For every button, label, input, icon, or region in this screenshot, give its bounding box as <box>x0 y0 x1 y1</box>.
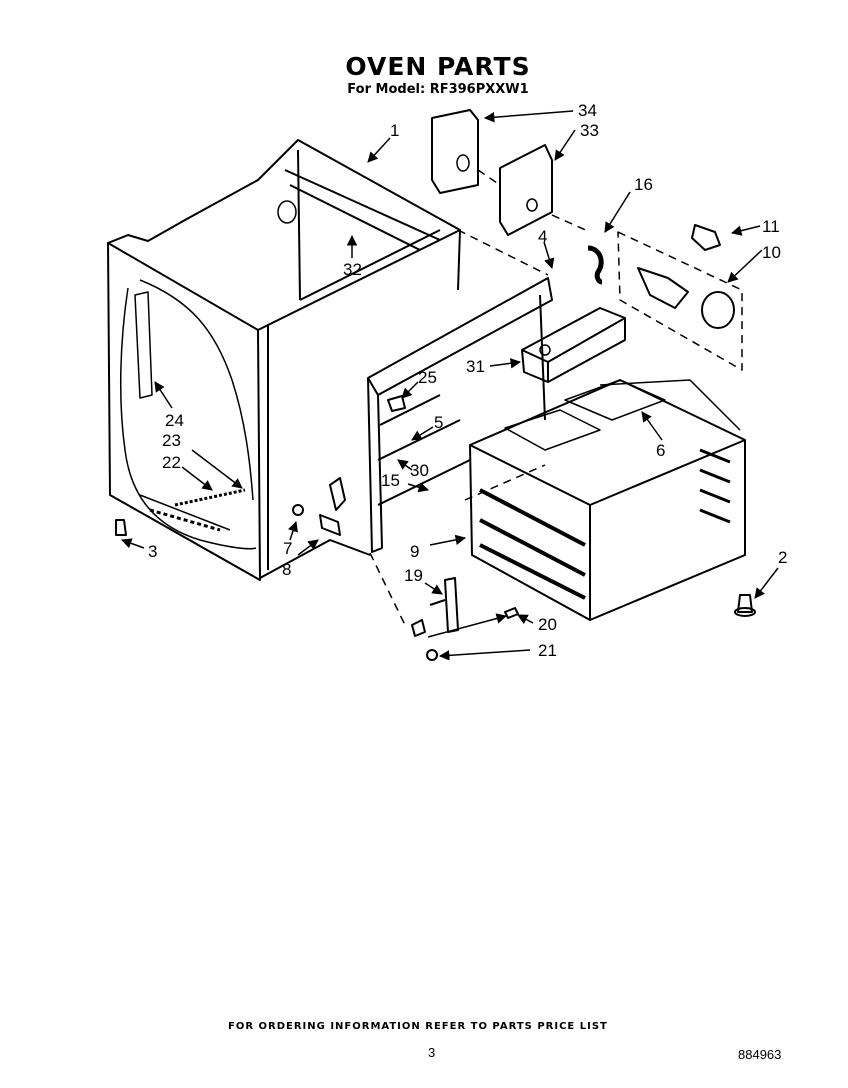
clip-25 <box>387 395 406 412</box>
callout-22: 22 <box>162 453 181 472</box>
spring-22-23 <box>174 488 246 507</box>
callout-1: 1 <box>390 121 399 140</box>
callout-2: 2 <box>778 548 787 567</box>
callout-33: 33 <box>580 121 599 140</box>
callout-5: 5 <box>434 413 443 432</box>
callout-11: 11 <box>762 217 780 236</box>
light-assembly <box>617 224 743 371</box>
oven-rack <box>469 379 746 621</box>
shield-33 <box>499 144 553 236</box>
callout-15: 15 <box>381 471 400 490</box>
callout-20: 20 <box>538 615 557 634</box>
leg-3 <box>115 519 127 536</box>
callout-10: 10 <box>762 243 781 262</box>
callout-6: 6 <box>656 441 665 460</box>
callout-4: 4 <box>538 227 547 246</box>
screw-20 <box>504 607 519 619</box>
grommet-7 <box>292 504 304 516</box>
leg-2 <box>734 594 756 617</box>
callout-24: 24 <box>165 411 184 430</box>
callout-25: 25 <box>418 368 437 387</box>
bracket-8 <box>319 477 346 536</box>
callout-16: 16 <box>634 175 653 194</box>
document-id: 884963 <box>738 1047 782 1062</box>
ordering-note: FOR ORDERING INFORMATION REFER TO PARTS … <box>228 1021 608 1032</box>
callout-23: 23 <box>162 431 181 450</box>
vent-hose <box>587 245 604 285</box>
light-bracket <box>521 307 626 383</box>
hinge-19 <box>411 577 459 637</box>
callout-34: 34 <box>578 101 597 120</box>
callout-19: 19 <box>404 566 423 585</box>
callout-7: 7 <box>283 539 292 558</box>
callout-32: 32 <box>343 260 362 279</box>
front-frame <box>367 277 553 553</box>
page-title: OVEN PARTS <box>345 52 531 81</box>
callout-21: 21 <box>538 641 557 660</box>
callout-30: 30 <box>410 461 429 480</box>
callout-31: 31 <box>466 357 485 376</box>
model-subtitle: For Model: RF396PXXW1 <box>347 82 529 97</box>
callout-3: 3 <box>148 542 157 561</box>
callout-9: 9 <box>410 542 419 561</box>
shield-34 <box>431 109 479 194</box>
callout-8: 8 <box>282 560 291 579</box>
nut-21 <box>426 649 438 661</box>
oven-cavity <box>107 139 461 581</box>
page-number: 3 <box>428 1045 436 1060</box>
